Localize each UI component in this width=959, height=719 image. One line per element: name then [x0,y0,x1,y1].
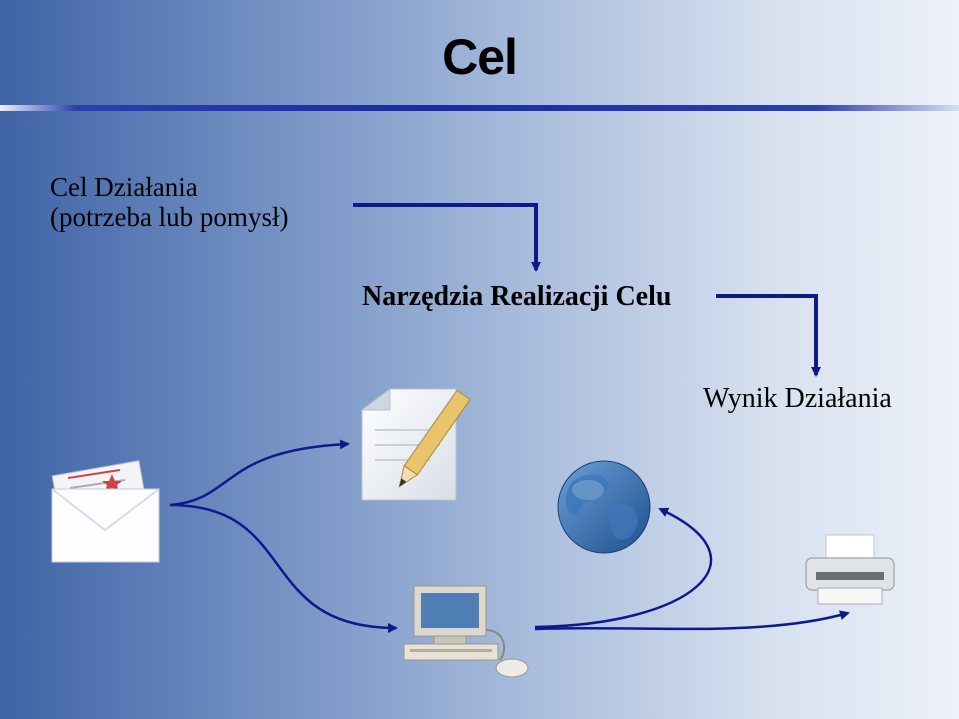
printer-icon [805,534,895,605]
document-pencil-icon [360,388,471,501]
elbow-arrow-goal-to-tools [353,203,541,272]
curve-arrow-computer-to-globe [534,507,713,629]
computer-icon [403,585,529,678]
goal-label-line1: Cel Działania [50,172,198,202]
elbow-arrow-tools-to-result [716,294,821,377]
globe-icon [557,460,651,554]
curve-arrow-computer-to-printer [534,610,850,631]
goal-label: Cel Działania (potrzeba lub pomysł) [50,172,288,232]
result-label: Wynik Działania [703,383,892,414]
slide-title: Cel [442,29,518,85]
envelope-icon [51,460,160,563]
title-underline [0,105,959,111]
goal-label-line2: (potrzeba lub pomysł) [50,202,289,232]
curve-arrow-envelope-to-document [169,439,350,507]
tools-label: Narzędzia Realizacji Celu [362,281,672,312]
curve-arrow-envelope-to-computer [169,503,398,633]
